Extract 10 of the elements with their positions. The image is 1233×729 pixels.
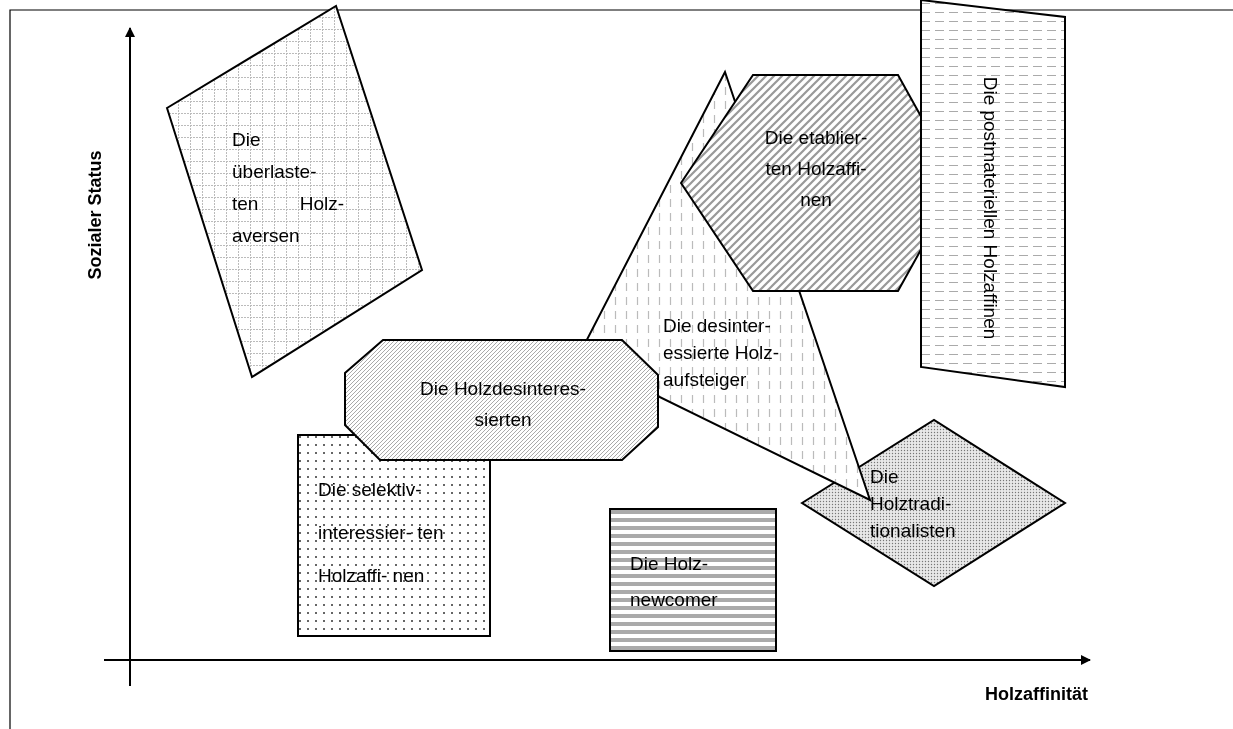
axis-title: Holzaffinität: [985, 684, 1088, 705]
segment-label: Die überlaste- ten Holz- aversen: [232, 128, 344, 248]
segment-label: Die Holz- newcomer: [630, 552, 719, 612]
segment-label: Die postmateriellen Holzaffinen: [978, 75, 1002, 342]
segment-label: Die Holztradi- tionalisten: [870, 465, 957, 543]
segment-label: Die Holzdesinteres- sierten: [419, 377, 587, 432]
axis-title: Sozialer Status: [84, 150, 106, 280]
segment-label: Die desinter- essierte Holz- aufsteiger: [663, 314, 781, 392]
segment-label: Die etablier- ten Holzaffi- nen: [763, 126, 869, 212]
segment-label: Die selektiv- interessier- ten Holzaffi- nen: [318, 478, 445, 588]
